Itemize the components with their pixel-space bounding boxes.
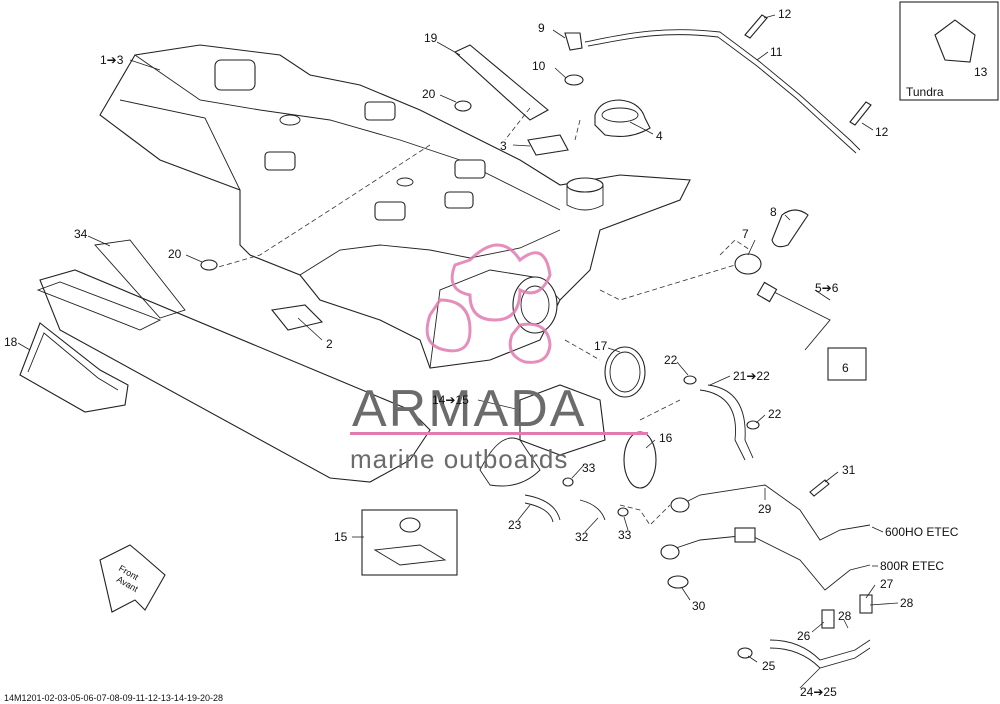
callout-17: 17 xyxy=(594,339,608,353)
callout-4: 4 xyxy=(656,129,663,143)
callout-16: 16 xyxy=(659,431,673,445)
top-pad xyxy=(527,134,569,156)
hose-clip-upper xyxy=(744,14,768,39)
fuel-level-sensor xyxy=(769,289,831,351)
tundra-clip xyxy=(934,19,976,63)
callout-33-lower: 33 xyxy=(618,528,632,542)
callout-28-left: 28 xyxy=(838,609,852,623)
filler-neck xyxy=(566,177,604,193)
diagram-code: 14M1201-02-03-05-06-07-08-09-11-12-13-14… xyxy=(4,693,223,703)
callout-22-lower: 22 xyxy=(768,407,782,421)
locking-ring xyxy=(623,431,657,489)
tank-underside-panel xyxy=(39,269,431,483)
rod-31 xyxy=(809,479,830,497)
hose-clip-lower xyxy=(849,101,872,126)
panel-inner-strip xyxy=(36,281,162,331)
callout-14-15: 14➔15 xyxy=(432,393,469,407)
callout-8: 8 xyxy=(770,205,777,219)
tank-grip-tab xyxy=(214,59,256,91)
armada-logo xyxy=(425,243,552,364)
callout-23: 23 xyxy=(508,518,522,532)
hose-24 xyxy=(769,639,871,661)
bracket-27 xyxy=(859,594,873,614)
label-800r-etec: 800R ETEC xyxy=(880,559,944,573)
callout-12-lower: 12 xyxy=(875,125,889,139)
clamp-30 xyxy=(667,575,689,589)
callout-18: 18 xyxy=(4,335,18,349)
callout-1-3: 1➔3 xyxy=(100,53,124,67)
label-600ho-etec: 600HO ETEC xyxy=(885,525,959,539)
callout-2: 2 xyxy=(326,337,333,351)
callout-30: 30 xyxy=(692,599,706,613)
callout-9: 9 xyxy=(538,21,545,35)
valve-grommet xyxy=(564,74,584,86)
callout-10: 10 xyxy=(532,59,546,73)
callout-7: 7 xyxy=(742,227,749,241)
callout-6: 6 xyxy=(842,361,849,375)
callout-20-lower: 20 xyxy=(168,247,182,261)
tank-pad xyxy=(270,304,324,331)
callout-3: 3 xyxy=(500,139,507,153)
grommet-upper xyxy=(454,100,472,112)
watermark-brand: ARMADA xyxy=(352,380,586,438)
callout-27: 27 xyxy=(880,577,894,591)
gauge-gasket xyxy=(771,209,809,248)
tundra-label: Tundra xyxy=(906,85,944,99)
callout-19: 19 xyxy=(424,31,438,45)
vent-hose xyxy=(584,29,861,151)
watermark-tagline: marine outboards xyxy=(350,444,568,474)
callout-13: 13 xyxy=(974,65,988,79)
gauge-flange xyxy=(734,253,762,275)
callout-12-upper: 12 xyxy=(778,7,792,21)
panel-34-strip xyxy=(94,239,186,319)
callout-11: 11 xyxy=(770,45,783,59)
callout-15: 15 xyxy=(334,530,348,544)
callout-24-25: 24➔25 xyxy=(800,685,837,699)
box-6 xyxy=(827,347,867,381)
supply-hose xyxy=(699,389,746,461)
fuel-line-29 xyxy=(679,484,871,541)
fuel-cap xyxy=(594,99,651,137)
side-bracket-part xyxy=(19,322,129,413)
grommet-lower xyxy=(200,259,218,271)
callout-32: 32 xyxy=(575,530,589,544)
bracket-26 xyxy=(821,609,835,629)
o-ring xyxy=(604,346,646,398)
callout-25: 25 xyxy=(762,659,776,673)
callout-29: 29 xyxy=(758,502,772,516)
callout-28-right: 28 xyxy=(900,596,914,610)
callout-20-upper: 20 xyxy=(422,87,436,101)
callout-21-22: 21➔22 xyxy=(733,369,770,383)
callout-33-upper: 33 xyxy=(582,461,596,475)
vent-valve xyxy=(564,32,583,51)
watermark-underline xyxy=(350,432,648,435)
callout-5-6: 5➔6 xyxy=(815,281,839,295)
hose-23 xyxy=(524,494,561,521)
callout-22-upper: 22 xyxy=(664,353,678,367)
hose-32 xyxy=(579,499,606,521)
heat-shield xyxy=(454,44,549,121)
callout-31: 31 xyxy=(842,463,856,477)
front-arrow xyxy=(99,544,166,613)
callout-34: 34 xyxy=(74,227,88,241)
callout-26: 26 xyxy=(797,629,811,643)
